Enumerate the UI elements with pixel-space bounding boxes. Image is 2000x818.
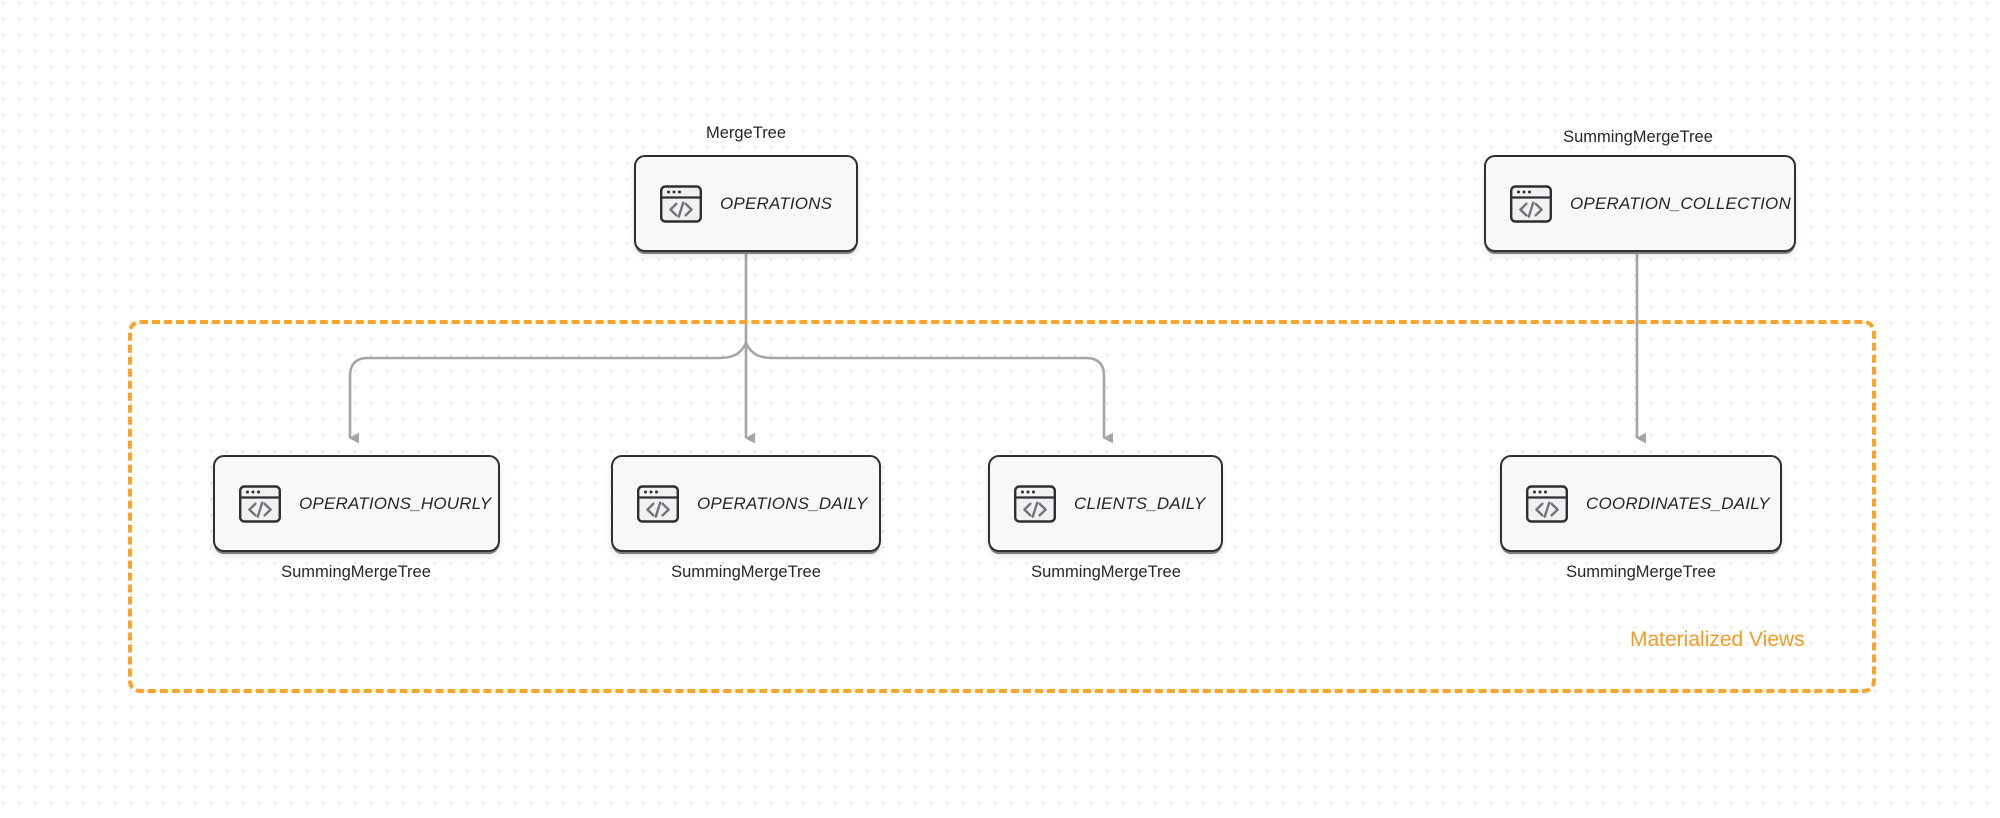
node-label-operations: OPERATIONS	[720, 193, 833, 213]
node-label-coordinates-daily: COORDINATES_DAILY	[1586, 493, 1770, 513]
node-label-operations-hourly: OPERATIONS_HOURLY	[299, 493, 492, 513]
node-label-clients-daily: CLIENTS_DAILY	[1074, 493, 1206, 513]
node-label-operations-daily: OPERATIONS_DAILY	[697, 493, 868, 513]
code-window-icon	[237, 481, 283, 527]
engine-caption-clients-daily: SummingMergeTree	[1031, 563, 1181, 581]
code-window-icon	[1524, 481, 1570, 527]
code-window-icon	[635, 481, 681, 527]
code-window-icon	[1012, 481, 1058, 527]
engine-caption-operations-daily: SummingMergeTree	[671, 563, 821, 581]
node-operations[interactable]: OPERATIONS	[634, 155, 858, 252]
materialized-views-group	[128, 320, 1876, 693]
node-clients-daily[interactable]: CLIENTS_DAILY	[988, 455, 1223, 552]
code-window-icon	[1508, 181, 1554, 227]
engine-caption-operation-collection: SummingMergeTree	[1563, 128, 1713, 146]
node-operations-hourly[interactable]: OPERATIONS_HOURLY	[213, 455, 500, 552]
engine-caption-coordinates-daily: SummingMergeTree	[1566, 563, 1716, 581]
node-label-operation-collection: OPERATION_COLLECTION	[1570, 193, 1791, 213]
node-operations-daily[interactable]: OPERATIONS_DAILY	[611, 455, 881, 552]
engine-caption-operations-hourly: SummingMergeTree	[281, 563, 431, 581]
node-operation-collection[interactable]: OPERATION_COLLECTION	[1484, 155, 1796, 252]
engine-caption-operations: MergeTree	[705, 124, 787, 142]
node-coordinates-daily[interactable]: COORDINATES_DAILY	[1500, 455, 1782, 552]
materialized-views-group-label: Materialized Views	[1630, 628, 1805, 651]
code-window-icon	[658, 181, 704, 227]
